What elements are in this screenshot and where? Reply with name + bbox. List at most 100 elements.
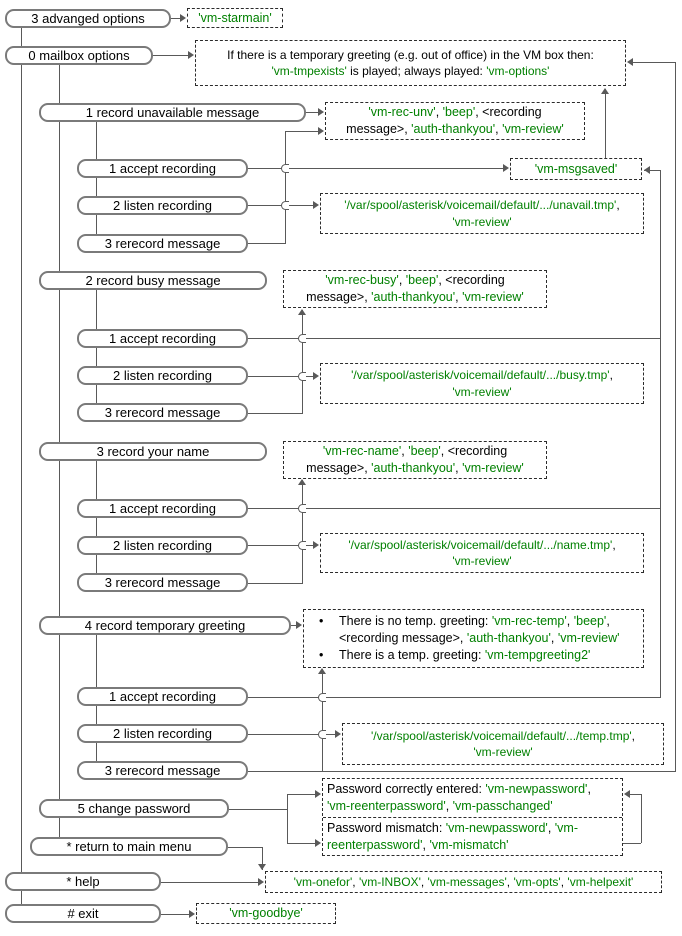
connector-line <box>248 338 660 339</box>
text-line: 'vm-review' <box>323 384 641 400</box>
text-segment: , <box>398 273 406 287</box>
text-line: 'vm-review' <box>345 744 661 760</box>
arrowhead-left <box>627 58 633 66</box>
text-segment: , <recording <box>440 444 508 458</box>
text-segment: 'beep' <box>573 614 607 628</box>
text-segment: 'vm-passchanged' <box>452 798 553 813</box>
menu-item-change-password: 5 change password <box>39 799 229 818</box>
text-line: 'vm-rec-name', 'beep', <recording <box>286 443 544 460</box>
output-unavail-tmp-path: '/var/spool/asterisk/voicemail/default/.… <box>320 193 644 234</box>
text-line: 'vm-review' <box>323 214 641 230</box>
menu-item-record-busy: 2 record busy message <box>39 271 267 290</box>
text-line: 'vm-starmain' <box>190 10 280 27</box>
text-segment: 'vm-review' <box>462 290 524 304</box>
text-segment: 'auth-thankyou' <box>371 461 456 475</box>
menu-item-record-name: 3 record your name <box>39 442 267 461</box>
text-segment: , <box>616 198 620 213</box>
arrowhead-right <box>318 108 324 116</box>
text-segment: • <box>319 614 324 628</box>
output-temp-tmp-path: '/var/spool/asterisk/voicemail/default/.… <box>342 723 664 765</box>
text-segment: There is a temp. greeting: <box>339 648 485 662</box>
text-segment: , <box>560 874 568 889</box>
menu-item-name-accept-recording: 1 accept recording <box>77 499 248 518</box>
text-segment: If there is a temporary greeting (e.g. o… <box>227 47 594 62</box>
text-segment: '/var/spool/asterisk/voicemail/default/.… <box>348 537 613 552</box>
text-segment: 'vm-review' <box>473 745 533 759</box>
text-segment: , <recording <box>438 273 505 287</box>
menu-item-name-listen-recording: 2 listen recording <box>77 536 248 555</box>
text-segment: 'auth-thankyou' <box>466 631 551 645</box>
line-crossing-hop <box>298 372 306 381</box>
menu-item-unavail-rerecord-message: 3 rerecord message <box>77 234 248 253</box>
text-segment: 'vm- <box>554 820 578 835</box>
arrowhead-right <box>313 541 319 549</box>
text-line: •There is a temp. greeting: 'vm-tempgree… <box>306 647 641 664</box>
menu-item-busy-rerecord-message: 3 rerecord message <box>77 403 248 422</box>
connector-line <box>306 112 320 113</box>
connector-line <box>644 170 660 171</box>
line-crossing-hop <box>298 504 306 513</box>
text-segment: , <box>455 461 463 475</box>
text-segment: 'vm-review' <box>557 631 620 645</box>
text-segment: 'vm-rec-unv' <box>368 105 436 119</box>
arrowhead-right <box>315 790 321 798</box>
arrowhead-up <box>298 309 306 315</box>
output-msgsaved: 'vm-msgsaved' <box>510 158 642 180</box>
output-temp-greeting-prompt: •There is no temp. greeting: 'vm-rec-tem… <box>303 609 644 668</box>
output-help-prompts: 'vm-onefor', 'vm-INBOX', 'vm-messages', … <box>265 871 662 893</box>
text-segment: , <box>401 444 409 458</box>
connector-line <box>248 376 314 377</box>
output-password-box: Password correctly entered: 'vm-newpassw… <box>322 778 623 856</box>
output-password-correct: Password correctly entered: 'vm-newpassw… <box>323 779 622 818</box>
arrowhead-right <box>180 14 186 22</box>
menu-item-mailbox-options: 0 mailbox options <box>5 46 153 65</box>
text-segment: 'vm-rec-busy' <box>325 273 399 287</box>
text-segment: 'vm-INBOX' <box>358 874 421 889</box>
arrowhead-left <box>644 166 650 174</box>
text-line: 'vm-rec-unv', 'beep', <recording <box>328 104 582 121</box>
connector-line <box>228 847 262 848</box>
text-segment: Password mismatch: <box>327 820 446 835</box>
connector-line <box>248 771 675 772</box>
line-crossing-hop <box>281 164 289 173</box>
menu-item-unavail-listen-recording: 2 listen recording <box>77 196 248 215</box>
connector-line <box>21 28 22 905</box>
connector-line <box>285 131 319 132</box>
text-segment: 'beep' <box>408 444 441 458</box>
text-segment: 'vm-review' <box>462 461 524 475</box>
text-line: Password mismatch: 'vm-newpassword', 'vm… <box>327 820 618 837</box>
text-segment: 'vm-rec-name' <box>322 444 402 458</box>
text-segment: , <box>435 105 443 119</box>
connector-line <box>248 508 660 509</box>
menu-item-advanced-options: 3 advanged options <box>5 9 171 28</box>
menu-item-exit: # exit <box>5 904 161 923</box>
text-segment: 'vm-rec-temp' <box>491 614 567 628</box>
text-segment: , <box>506 874 514 889</box>
text-line: 'vm-onefor', 'vm-INBOX', 'vm-messages', … <box>268 874 659 890</box>
text-segment: 'auth-thankyou' <box>371 290 456 304</box>
text-line: message>, 'auth-thankyou', 'vm-review' <box>328 121 582 138</box>
text-line: Password correctly entered: 'vm-newpassw… <box>327 781 618 798</box>
arrowhead-right <box>313 201 319 209</box>
connector-line <box>660 170 661 698</box>
connector-line <box>629 62 675 63</box>
menu-item-temp-rerecord-message: 3 rerecord message <box>77 761 248 780</box>
line-crossing-hop <box>298 334 306 343</box>
text-line: 'vm-goodbye' <box>199 905 333 922</box>
connector-line <box>302 480 303 584</box>
arrowhead-right <box>313 372 319 380</box>
arrowhead-up <box>298 479 306 485</box>
menu-item-temp-accept-recording: 1 accept recording <box>77 687 248 706</box>
text-segment: • <box>319 648 324 662</box>
text-segment: 'vm-reenterpassword' <box>327 798 446 813</box>
line-crossing-hop <box>318 730 326 739</box>
connector-line <box>229 809 287 810</box>
text-segment: 'vm-starmain' <box>198 10 272 25</box>
output-name-tmp-path: '/var/spool/asterisk/voicemail/default/.… <box>320 533 644 573</box>
arrowhead-left <box>624 790 630 798</box>
output-password-mismatch: Password mismatch: 'vm-newpassword', 'vm… <box>323 818 622 856</box>
connector-line <box>302 310 303 414</box>
text-segment: reenterpassword' <box>327 837 423 852</box>
output-mailbox-options-prompt: If there is a temporary greeting (e.g. o… <box>195 40 626 86</box>
